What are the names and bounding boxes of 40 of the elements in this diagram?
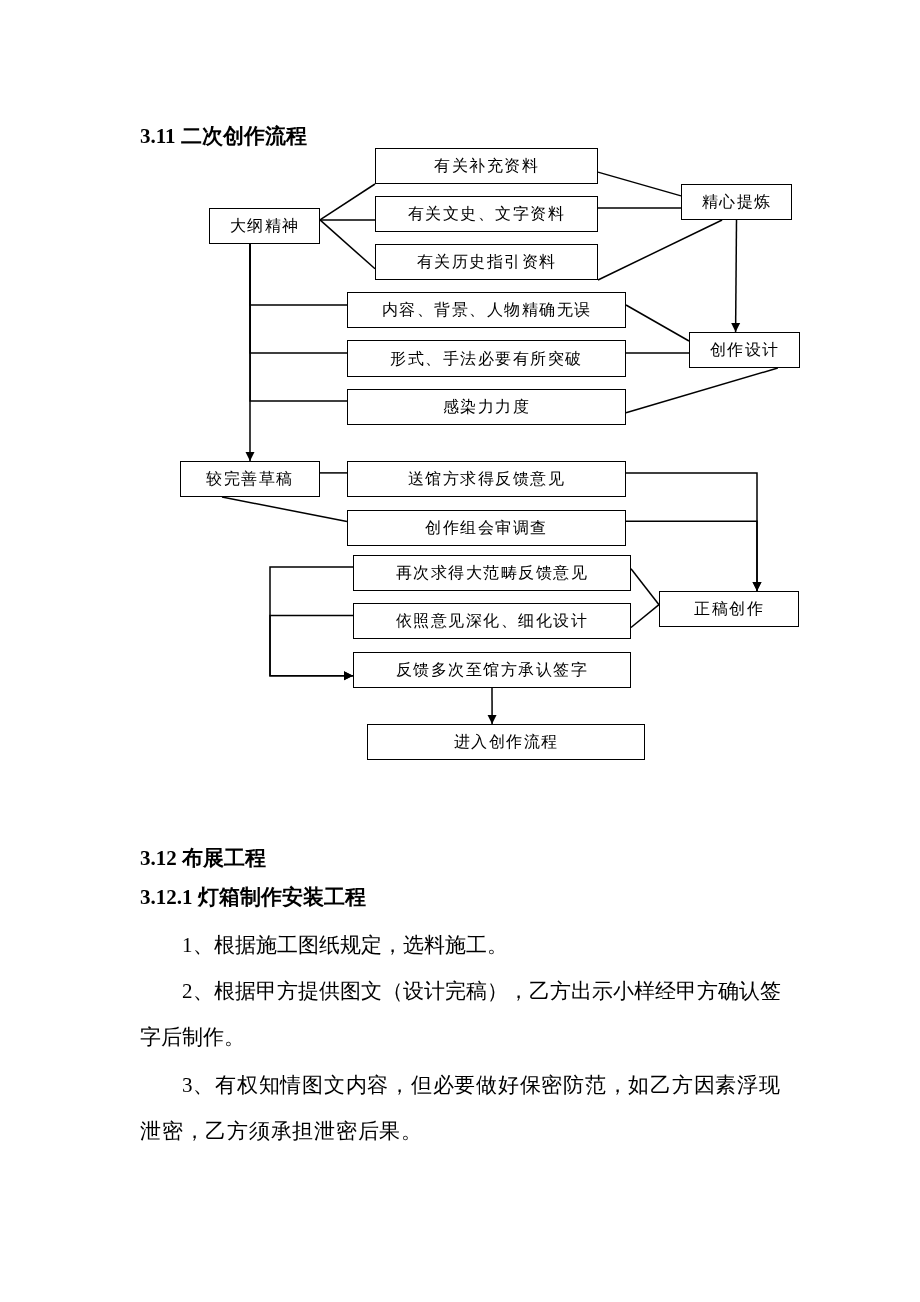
connector-line — [319, 219, 376, 221]
section-heading: 3.11 二次创作流程 — [140, 123, 307, 149]
process-box: 再次求得大范畴反馈意见 — [353, 555, 631, 591]
connector-line — [221, 496, 348, 523]
arrow — [625, 520, 762, 592]
arrow — [269, 614, 354, 681]
connector-line — [319, 183, 376, 221]
process-box: 创作组会审调查 — [347, 510, 626, 546]
process-box: 创作设计 — [689, 332, 800, 368]
connector-line — [630, 567, 660, 606]
paragraph: 1、根据施工图纸规定，选料施工。 — [181, 932, 509, 959]
process-box: 较完善草稿 — [180, 461, 320, 497]
process-box: 精心提炼 — [681, 184, 792, 220]
paragraph: 3、有权知情图文内容，但必要做好保密防范，如乙方因素浮现泄密，乙方须承担泄密后果。 — [140, 1072, 782, 1145]
arrow — [487, 687, 497, 725]
section-heading: 3.12 布展工程 — [140, 845, 266, 871]
process-box: 有关历史指引资料 — [375, 244, 598, 280]
section-heading: 3.12.1 灯箱制作安装工程 — [140, 884, 366, 910]
process-box: 有关补充资料 — [375, 148, 598, 184]
process-box: 正稿创作 — [659, 591, 799, 627]
paragraph: 2、根据甲方提供图文（设计完稿），乙方出示小样经甲方确认签字后制作。 — [140, 978, 782, 1051]
process-box: 送馆方求得反馈意见 — [347, 461, 626, 497]
process-box: 反馈多次至馆方承认签字 — [353, 652, 631, 688]
process-box: 内容、背景、人物精确无误 — [347, 292, 626, 328]
connector-line — [319, 219, 376, 270]
process-box: 感染力力度 — [347, 389, 626, 425]
connector-line — [625, 352, 690, 354]
process-box: 形式、手法必要有所突破 — [347, 340, 626, 377]
process-box: 依照意见深化、细化设计 — [353, 603, 631, 639]
connector-line — [319, 472, 348, 474]
process-box: 大纲精神 — [209, 208, 320, 244]
connector-line — [625, 367, 779, 414]
connector-line — [597, 207, 682, 209]
process-box: 进入创作流程 — [367, 724, 645, 760]
arrow — [731, 219, 741, 333]
process-box: 有关文史、文字资料 — [375, 196, 598, 232]
connector-line — [625, 304, 690, 342]
arrow — [245, 243, 255, 462]
connector-line — [630, 603, 660, 629]
connector-line — [597, 171, 682, 197]
